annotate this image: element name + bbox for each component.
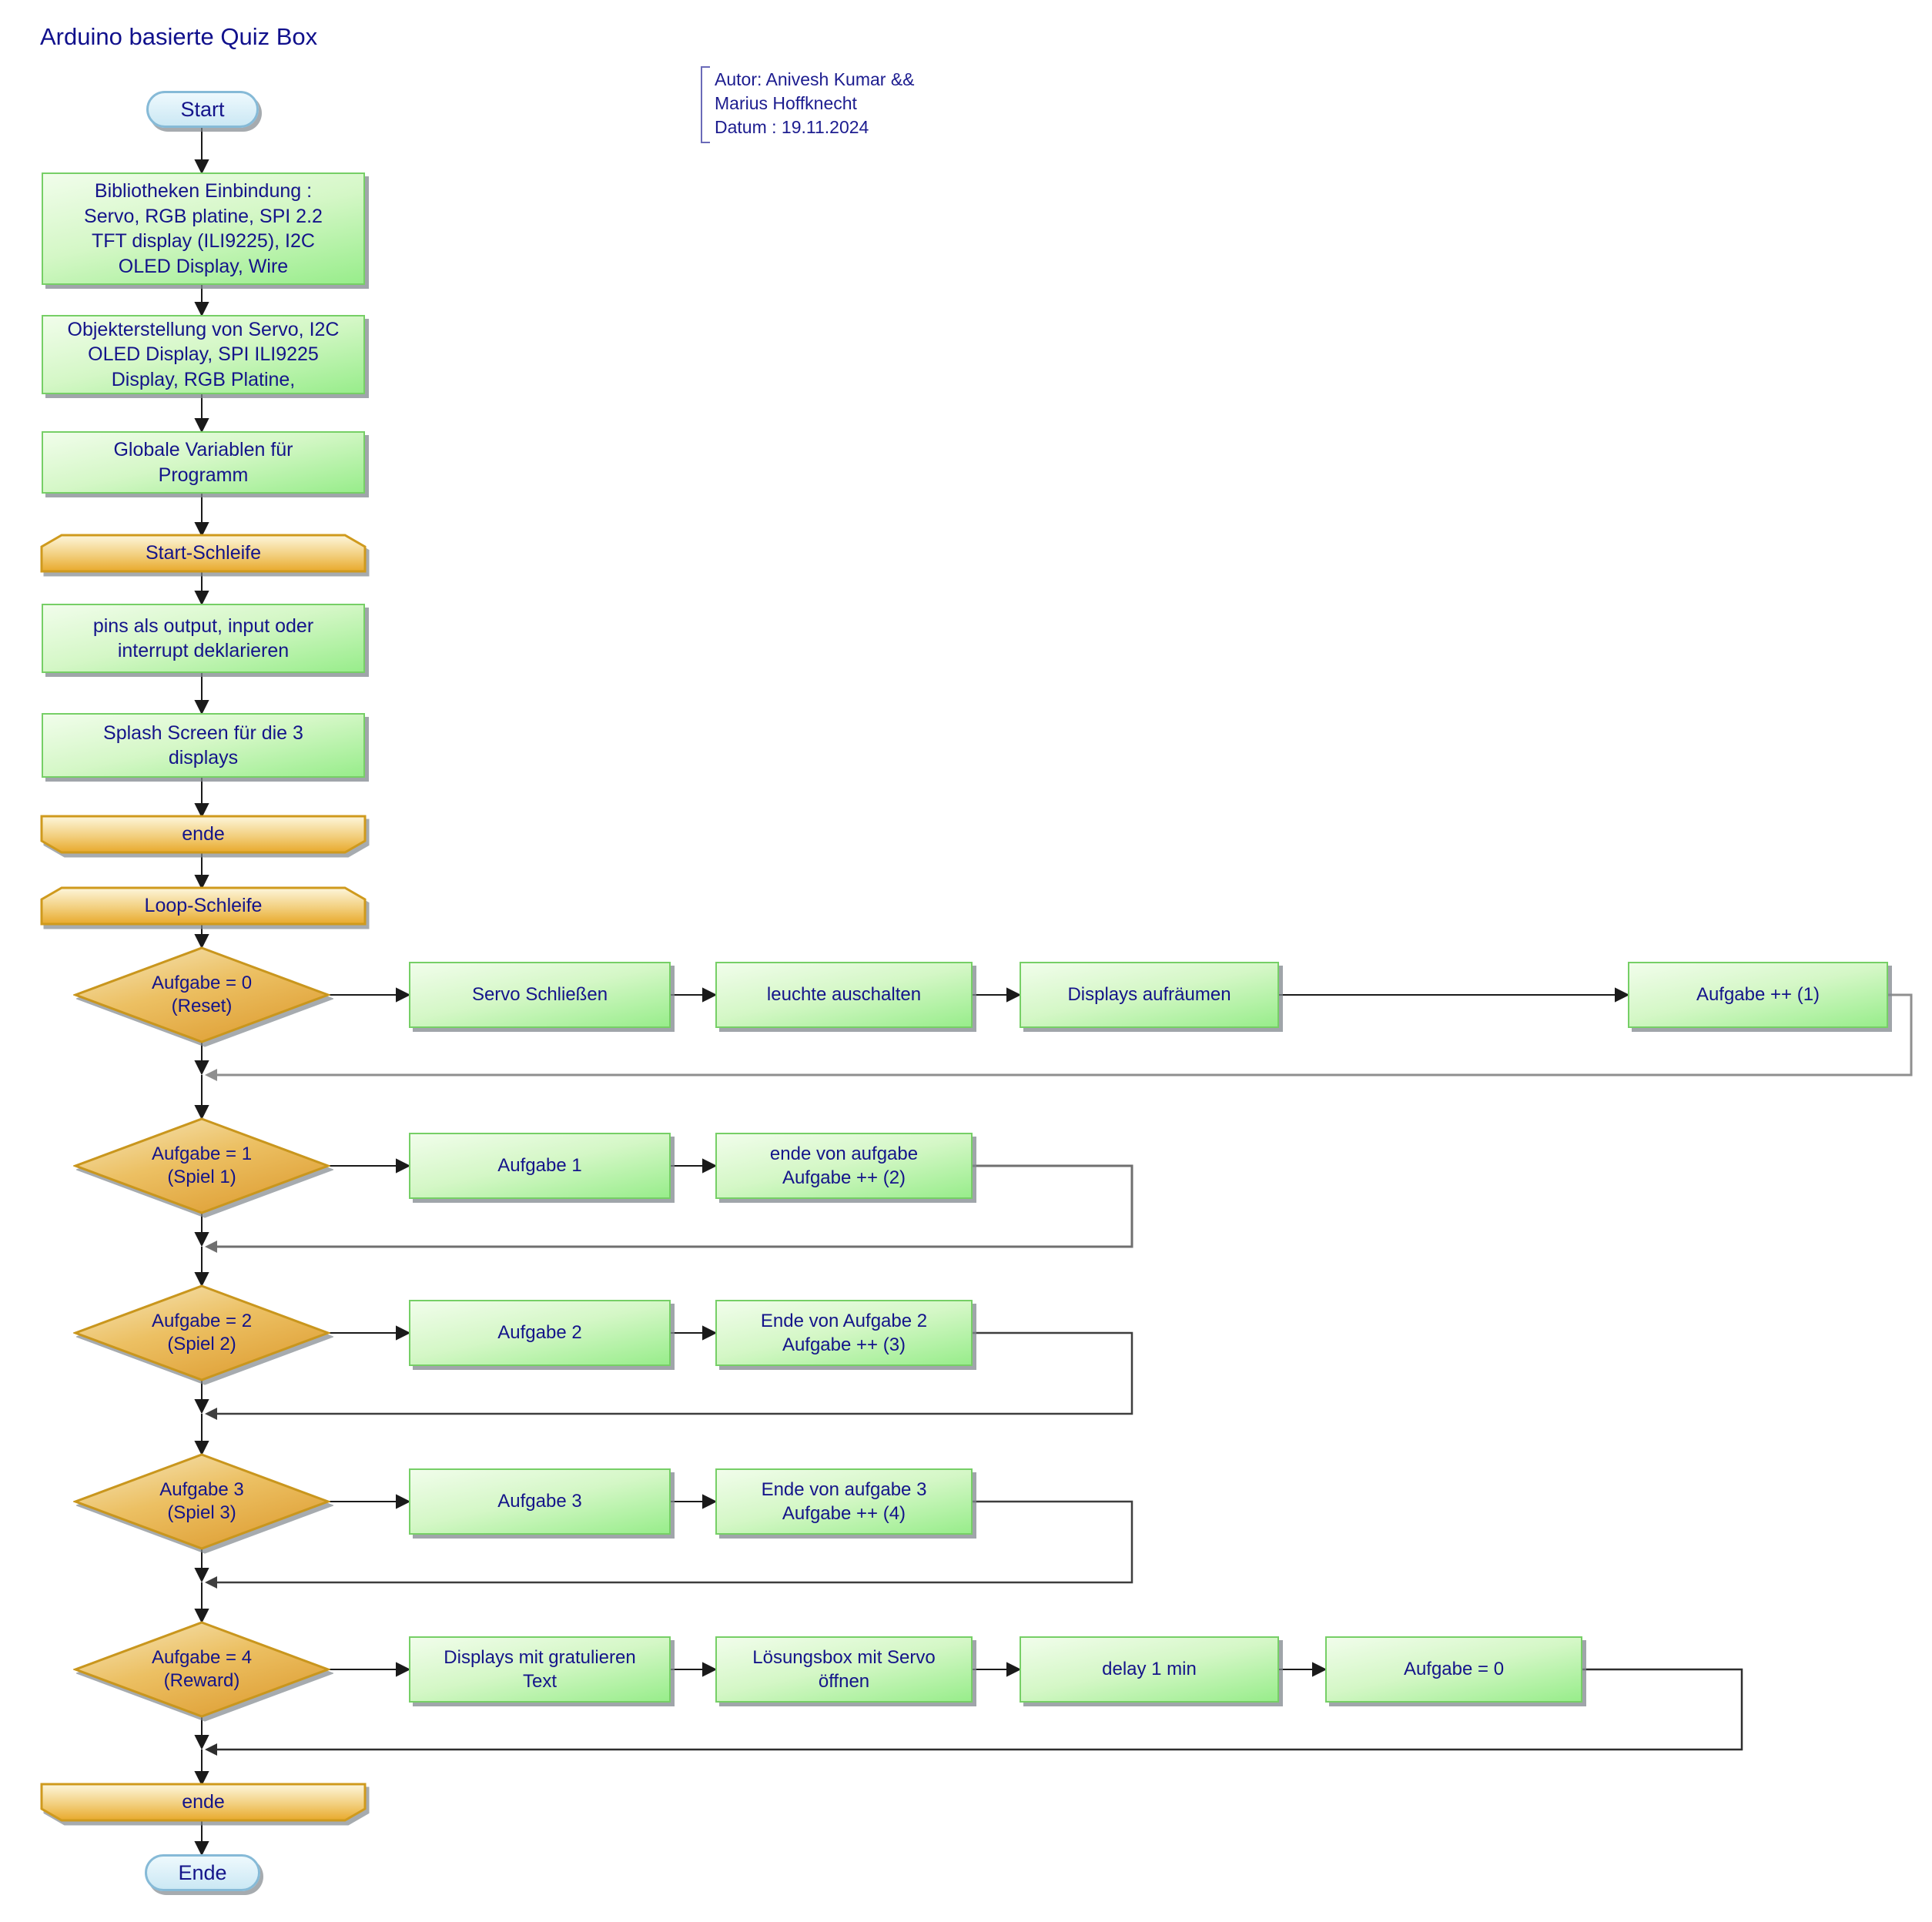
process-leuchte-auschalten: leuchte auschalten	[715, 962, 973, 1028]
process-label: Servo Schließen	[471, 984, 608, 1006]
decision-case: (Spiel 3)	[167, 1502, 236, 1523]
decision-condition: Aufgabe = 0	[151, 973, 253, 993]
process-splash-screen: Splash Screen für die 3 displays	[42, 713, 365, 778]
process-label: ende von aufgabe Aufgabe ++ (2)	[769, 1143, 919, 1188]
page-title: Arduino basierte Quiz Box	[40, 23, 318, 50]
decision-condition: Aufgabe 3	[159, 1479, 244, 1500]
process-label: Displays mit gratulieren Text	[444, 1646, 636, 1692]
process-delay-1-min: delay 1 min	[1020, 1636, 1279, 1703]
process-label: delay 1 min	[1102, 1659, 1197, 1680]
decision-diamond-shape	[73, 1453, 330, 1550]
decision-label: Aufgabe 3 (Spiel 3)	[73, 1452, 330, 1551]
author-line: Autor: Anivesh Kumar &&	[715, 69, 915, 89]
process-aufgabe-reset-0: Aufgabe = 0	[1325, 1636, 1582, 1703]
end-label: Ende	[178, 1860, 227, 1884]
decision-condition: Aufgabe = 2	[151, 1311, 253, 1331]
decision-label: Aufgabe = 2 (Spiel 2)	[73, 1284, 330, 1382]
process-label: Bibliotheken Einbindung : Servo, RGB pla…	[84, 180, 323, 277]
process-label: Aufgabe 1	[497, 1155, 582, 1177]
author-note-bracket	[701, 66, 712, 143]
loop-bar-shape	[40, 534, 367, 573]
author-line: Marius Hoffknecht	[715, 92, 857, 113]
loop-begin-label: Start-Schleife	[145, 541, 262, 564]
bracket-tick	[702, 66, 710, 68]
decision-aufgabe-1: Aufgabe = 1 (Spiel 1)	[73, 1117, 330, 1215]
decision-label: Aufgabe = 0 (Reset)	[73, 946, 330, 1044]
decision-case: (Reward)	[163, 1670, 240, 1691]
process-label: Ende von aufgabe 3 Aufgabe ++ (4)	[761, 1478, 927, 1524]
process-servo-schliessen: Servo Schließen	[409, 962, 671, 1028]
loop-end-setup: ende	[40, 815, 367, 854]
loop-bar-shape	[40, 1783, 367, 1822]
process-displays-aufraeumen: Displays aufräumen	[1020, 962, 1279, 1028]
branch-connectors	[329, 987, 1630, 1677]
decision-aufgabe-0: Aufgabe = 0 (Reset)	[73, 946, 330, 1044]
process-globale-variablen: Globale Variablen für Programm	[42, 431, 365, 494]
decision-label: Aufgabe = 4 (Reward)	[73, 1620, 330, 1719]
process-aufgabe-2: Aufgabe 2	[409, 1300, 671, 1366]
process-label: Objekterstellung von Servo, I2C OLED Dis…	[67, 318, 340, 390]
loop-bar-shape	[40, 815, 367, 854]
process-ende-aufgabe-2: Ende von Aufgabe 2 Aufgabe ++ (3)	[715, 1300, 973, 1366]
process-label: Globale Variablen für Programm	[113, 439, 293, 486]
loop-begin-loop-schleife: Loop-Schleife	[40, 886, 367, 926]
bracket-tick	[702, 142, 710, 143]
start-terminator: Start	[146, 91, 259, 128]
author-note: Autor: Anivesh Kumar && Marius Hoffknech…	[715, 68, 915, 139]
process-label: Lösungsbox mit Servo öffnen	[752, 1646, 936, 1692]
decision-aufgabe-4: Aufgabe = 4 (Reward)	[73, 1620, 330, 1719]
process-label: Aufgabe 2	[497, 1322, 582, 1344]
process-label: pins als output, input oder interrupt de…	[92, 614, 314, 662]
decision-case: (Reset)	[171, 996, 233, 1016]
decision-diamond-shape	[73, 1284, 330, 1381]
loop-end-label: ende	[182, 1790, 225, 1813]
process-ende-aufgabe-3: Ende von aufgabe 3 Aufgabe ++ (4)	[715, 1468, 973, 1535]
end-terminator: Ende	[145, 1854, 260, 1891]
process-label: Displays aufräumen	[1067, 984, 1231, 1006]
decision-case: (Spiel 1)	[167, 1167, 236, 1187]
decision-diamond-shape	[73, 946, 330, 1043]
process-displays-gratulieren: Displays mit gratulieren Text	[409, 1636, 671, 1703]
decision-diamond-shape	[73, 1117, 330, 1214]
loop-bar-shape	[40, 886, 367, 926]
process-objekterstellung: Objekterstellung von Servo, I2C OLED Dis…	[42, 315, 365, 394]
process-label: Aufgabe = 0	[1403, 1659, 1505, 1680]
return-connectors	[205, 993, 1913, 1756]
decision-diamond-shape	[73, 1621, 330, 1718]
decision-aufgabe-2: Aufgabe = 2 (Spiel 2)	[73, 1284, 330, 1382]
decision-case: (Spiel 2)	[167, 1334, 236, 1354]
process-aufgabe-3: Aufgabe 3	[409, 1468, 671, 1535]
process-ende-aufgabe-1: ende von aufgabe Aufgabe ++ (2)	[715, 1133, 973, 1199]
start-label: Start	[180, 97, 225, 121]
loop-end-main: ende	[40, 1783, 367, 1822]
process-bibliotheken: Bibliotheken Einbindung : Servo, RGB pla…	[42, 172, 365, 285]
decision-condition: Aufgabe = 4	[151, 1647, 253, 1668]
date-line: Datum : 19.11.2024	[715, 116, 869, 137]
decision-condition: Aufgabe = 1	[151, 1143, 253, 1164]
process-pins-deklarieren: pins als output, input oder interrupt de…	[42, 604, 365, 673]
loop-begin-label: Loop-Schleife	[144, 894, 263, 916]
process-label: Aufgabe 3	[497, 1491, 582, 1512]
process-aufgabe-inc-1: Aufgabe ++ (1)	[1628, 962, 1888, 1028]
process-label: leuchte auschalten	[766, 984, 922, 1006]
decision-aufgabe-3: Aufgabe 3 (Spiel 3)	[73, 1452, 330, 1551]
loop-end-label: ende	[182, 822, 225, 845]
process-label: Aufgabe ++ (1)	[1696, 984, 1820, 1006]
loop-begin-start-schleife: Start-Schleife	[40, 534, 367, 573]
decision-label: Aufgabe = 1 (Spiel 1)	[73, 1117, 330, 1215]
process-label: Splash Screen für die 3 displays	[103, 722, 303, 769]
process-aufgabe-1: Aufgabe 1	[409, 1133, 671, 1199]
process-loesungsbox-oeffnen: Lösungsbox mit Servo öffnen	[715, 1636, 973, 1703]
process-label: Ende von Aufgabe 2 Aufgabe ++ (3)	[760, 1310, 928, 1355]
spine-connectors	[194, 128, 209, 1857]
